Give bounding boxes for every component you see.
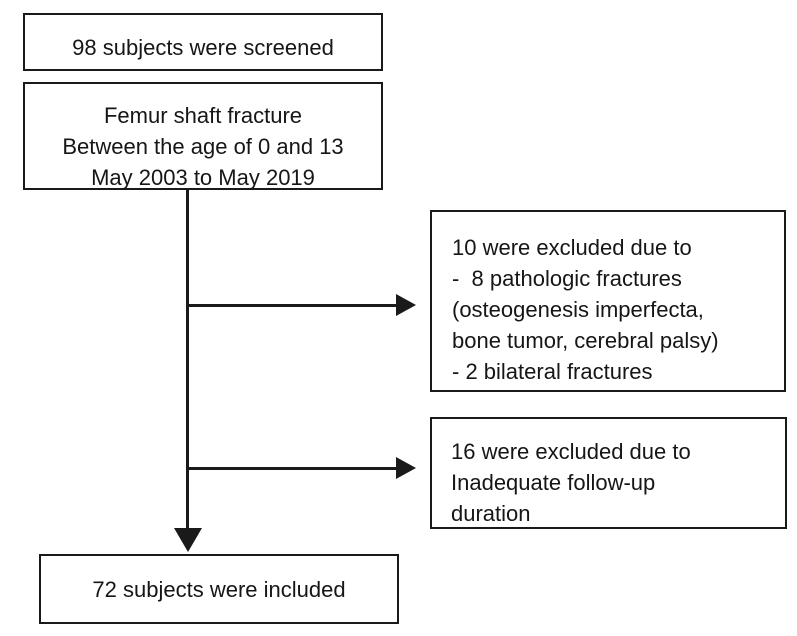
connector-branch-line-2 <box>186 467 398 470</box>
criteria-line-1: Femur shaft fracture <box>103 103 303 128</box>
criteria-line-3: May 2003 to May 2019 <box>91 165 315 190</box>
excluded-pathologic-line-2: - 8 pathologic fractures <box>452 266 682 291</box>
connector-branch-line-1 <box>186 304 398 307</box>
excluded-pathologic-line-4: bone tumor, cerebral palsy) <box>452 328 719 353</box>
excluded-followup-line-2: Inadequate follow-up <box>451 470 656 495</box>
included-text: 72 subjects were included <box>92 576 346 602</box>
box-excluded-followup: 16 were excluded due to Inadequate follo… <box>430 417 787 529</box>
excluded-followup-line-1: 16 were excluded due to <box>451 439 691 464</box>
excluded-followup-line-3: duration <box>451 501 531 526</box>
arrowhead-right-1 <box>396 294 416 316</box>
excluded-pathologic-line-5: - 2 bilateral fractures <box>452 359 653 384</box>
box-subjects-screened: 98 subjects were screened <box>23 13 383 71</box>
box-excluded-pathologic: 10 were excluded due to - 8 pathologic f… <box>430 210 786 392</box>
arrowhead-down <box>174 528 202 552</box>
connector-vertical-line <box>186 190 189 530</box>
excluded-pathologic-line-1: 10 were excluded due to <box>452 235 692 260</box>
box-inclusion-criteria: Femur shaft fracture Between the age of … <box>23 82 383 190</box>
screened-text: 98 subjects were screened <box>72 34 334 60</box>
criteria-line-2: Between the age of 0 and 13 <box>62 134 344 159</box>
excluded-pathologic-line-3: (osteogenesis imperfecta, <box>452 297 704 322</box>
arrowhead-right-2 <box>396 457 416 479</box>
box-subjects-included: 72 subjects were included <box>39 554 399 624</box>
